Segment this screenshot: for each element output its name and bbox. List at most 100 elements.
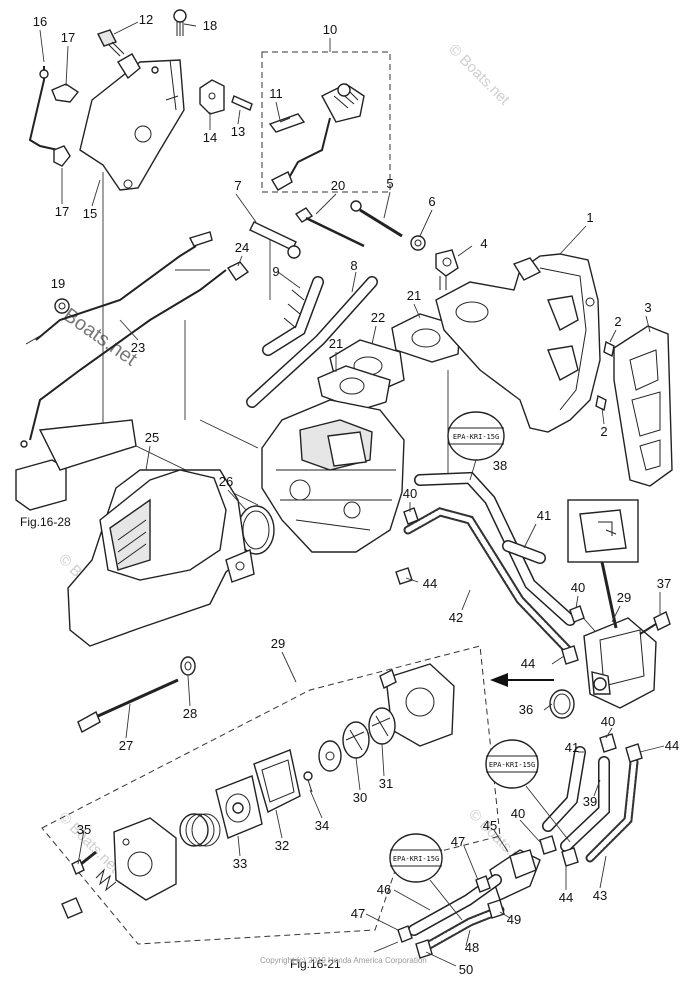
- bolt-37: [639, 611, 671, 635]
- hose-39: [560, 756, 610, 852]
- callout-21: 21: [329, 336, 343, 351]
- choke-knob-10: [271, 83, 365, 191]
- washer-28: [180, 656, 196, 676]
- gasket-3: [613, 325, 673, 487]
- callout-28: 28: [183, 706, 197, 721]
- intake-manifold-1: [435, 253, 601, 433]
- callout-44: 44: [665, 738, 679, 753]
- pin-2-a: [603, 340, 615, 358]
- callout-43: 43: [593, 888, 607, 903]
- callout-3: 3: [644, 300, 651, 315]
- clip-40-d: [539, 835, 557, 855]
- callout-27: 27: [119, 738, 133, 753]
- callout-14: 14: [203, 130, 217, 145]
- epa-stamp-3: EPA-KRI-15G: [389, 833, 463, 921]
- callout-7: 7: [234, 178, 241, 193]
- tie-strap-20: [294, 207, 365, 248]
- callout-29: 29: [271, 636, 285, 651]
- cap-11: [268, 113, 306, 133]
- callout-41: 41: [565, 740, 579, 755]
- figure-ref-16-21: Fig.16-21: [290, 957, 341, 971]
- group-29-box: [41, 645, 501, 945]
- callout-46: 46: [377, 882, 391, 897]
- diaphragm-31: [368, 707, 396, 745]
- hose-8: [246, 276, 378, 408]
- callout-30: 30: [353, 790, 367, 805]
- screw-18: [173, 9, 187, 36]
- fuel-pump-29: [583, 617, 657, 709]
- figure-ref-16-28: Fig.16-28: [20, 515, 71, 529]
- callout-50: 50: [459, 962, 473, 977]
- fuel-hose-38: [414, 471, 576, 626]
- callout-47: 47: [351, 906, 365, 921]
- bolt-5: [350, 200, 403, 238]
- clip-47-a: [475, 875, 491, 893]
- callout-22: 22: [371, 310, 385, 325]
- epa-stamp-2: EPA-KRI-15G: [485, 739, 571, 843]
- fuel-filter-45: [489, 849, 541, 901]
- fuel-hose-48: [419, 905, 505, 953]
- callout-24: 24: [235, 240, 249, 255]
- washer-19: [54, 298, 70, 314]
- callout-leaders: [39, 21, 665, 967]
- callout-20: 20: [331, 178, 345, 193]
- clip-24: [226, 261, 250, 281]
- seal-fig16-28: [15, 419, 137, 511]
- clip-50: [415, 939, 433, 959]
- epa-stamp-1: EPA-KRI-15G: [447, 411, 505, 481]
- fuel-hose-42: [403, 507, 573, 655]
- gasket-21-a: [317, 365, 391, 411]
- pin-2-b: [595, 394, 607, 412]
- callout-40: 40: [571, 580, 585, 595]
- callout-18: 18: [203, 18, 217, 33]
- valve-disc: [318, 740, 342, 772]
- hose-41-b: [542, 746, 586, 832]
- epa-stamp-text: EPA-KRI-15G: [489, 761, 535, 769]
- callout-37: 37: [657, 576, 671, 591]
- hose-9: [262, 276, 324, 356]
- bolt-27: [77, 678, 179, 733]
- callout-11: 11: [269, 86, 283, 101]
- strip-7: [249, 221, 301, 259]
- carburetor: [261, 399, 405, 553]
- callout-5: 5: [386, 176, 393, 191]
- callout-2: 2: [614, 314, 621, 329]
- callout-12: 12: [139, 12, 153, 27]
- epa-stamp-text: EPA-KRI-15G: [393, 855, 439, 863]
- callout-19: 19: [51, 276, 65, 291]
- control-bracket: [79, 53, 185, 191]
- callout-1: 1: [586, 210, 593, 225]
- watermark: © Boats.net: [55, 809, 123, 877]
- clamp-4: [435, 249, 459, 290]
- callout-34: 34: [315, 818, 329, 833]
- washer-6: [410, 235, 426, 251]
- gasket-32: [253, 749, 301, 814]
- callout-38: 38: [493, 458, 507, 473]
- callout-44: 44: [521, 656, 535, 671]
- clip-40-b: [569, 605, 585, 623]
- callout-39: 39: [583, 794, 597, 809]
- diaphragm-30: [342, 721, 370, 759]
- o-ring-36: [549, 689, 575, 719]
- callout-2: 2: [600, 424, 607, 439]
- epa-stamp-text: EPA-KRI-15G: [453, 433, 499, 441]
- callout-25: 25: [145, 430, 159, 445]
- plunger: [61, 897, 83, 919]
- callout-4: 4: [480, 236, 487, 251]
- callout-44: 44: [423, 576, 437, 591]
- bolt-35: [71, 850, 97, 875]
- callout-29: 29: [617, 590, 631, 605]
- spring-coil: [179, 813, 221, 847]
- callout-44: 44: [559, 890, 573, 905]
- callout-23: 23: [131, 340, 145, 355]
- diaphragm-33: [215, 775, 263, 839]
- link-rod-16: [28, 66, 59, 151]
- flow-arrow: [490, 673, 554, 687]
- pump-body-outer: [379, 663, 455, 747]
- callout-8: 8: [350, 258, 357, 273]
- fuel-hose-43: [585, 757, 639, 863]
- callout-33: 33: [233, 856, 247, 871]
- screw-34: [303, 771, 313, 793]
- clip-40-c: [599, 733, 617, 753]
